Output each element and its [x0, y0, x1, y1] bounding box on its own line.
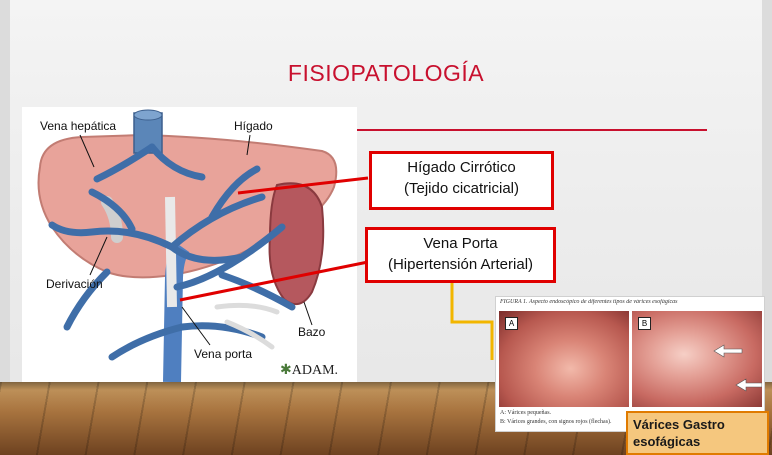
legend-b: B: Várices grandes, con signos rojos (fl… [500, 418, 612, 427]
arrow-icon [714, 345, 742, 357]
varices-line1: Várices Gastro [633, 416, 767, 433]
arrow-icons [632, 311, 762, 407]
red-line-porta [180, 262, 368, 300]
arrow-icon [736, 379, 762, 391]
endoscopy-image-a: A [499, 311, 629, 407]
callout-higado-line1: Hígado Cirrótico [372, 157, 551, 178]
callout-vena-porta: Vena Porta (Hipertensión Arterial) [365, 227, 556, 283]
callout-higado-line2: (Tejido cicatricial) [372, 178, 551, 199]
callout-higado-cirrotico: Hígado Cirrótico (Tejido cicatricial) [369, 151, 554, 210]
callout-porta-line2: (Hipertensión Arterial) [368, 254, 553, 275]
legend-a: A: Várices pequeñas. [500, 409, 612, 418]
callout-porta-line1: Vena Porta [368, 233, 553, 254]
red-line-higado [238, 178, 368, 193]
endoscopy-legend: A: Várices pequeñas. B: Várices grandes,… [500, 409, 612, 427]
endoscopy-image-b: B [632, 311, 762, 407]
yellow-connector [452, 282, 492, 360]
varices-line2: esofágicas [633, 433, 767, 450]
varices-label-box: Várices Gastro esofágicas [626, 411, 769, 455]
tag-a: A [505, 317, 518, 330]
endoscopy-caption: FIGURA 1. Aspecto endoscópico de diferen… [500, 299, 762, 305]
